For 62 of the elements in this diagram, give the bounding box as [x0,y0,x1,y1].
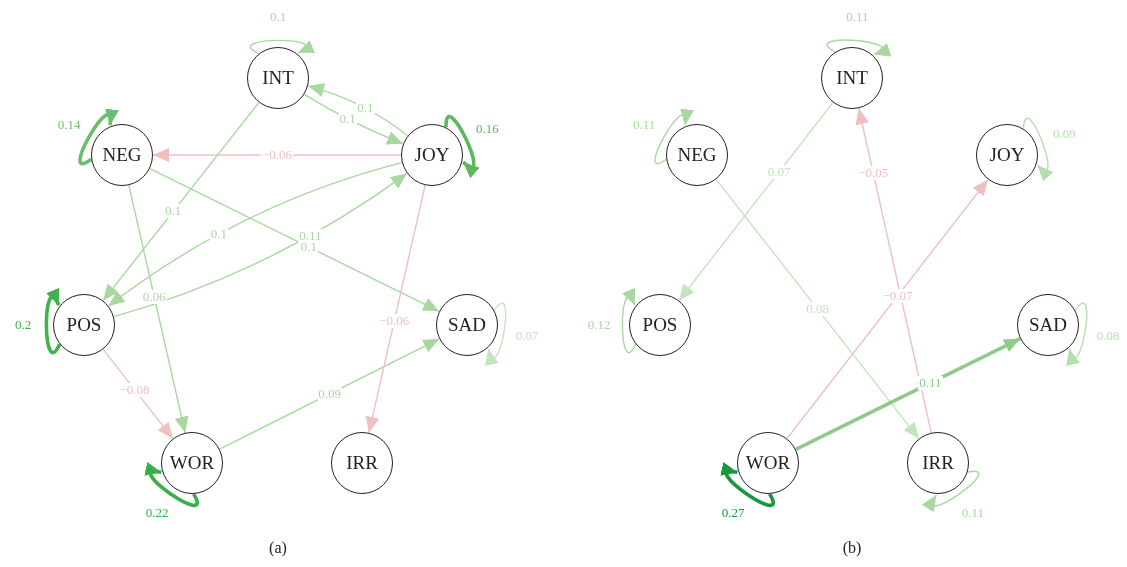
self-loop-arrow [1022,117,1055,181]
self-loop-arrow [1068,302,1088,367]
node-circle: IRR [907,432,969,494]
self-loop-arrow [44,287,62,355]
node-circle: NEG [666,124,728,186]
edge-label: −0.06 [260,148,294,162]
node-circle: INT [247,47,309,109]
self-loop-arrow [826,39,892,56]
self-loop-arrow [620,287,637,354]
edge-label: 0.1 [268,10,288,24]
self-loop-arrow [249,38,316,55]
node-circle: INT [821,47,883,109]
node-circle: NEG [91,124,153,186]
edge-label: 0.08 [805,302,830,316]
self-loop-arrow [444,115,481,178]
arrow [107,162,403,307]
node-circle: JOY [401,124,463,186]
self-loop-arrow [487,302,507,367]
edge-label: 0.1 [299,240,319,255]
node-circle: WOR [161,432,223,494]
panel-label: (b) [842,539,862,557]
arrow [152,148,402,162]
arrow [678,101,834,302]
edge-label: 0.06 [141,289,167,304]
node-circle: POS [629,294,691,356]
self-loop-arrow [654,109,693,165]
arrow [855,107,932,434]
edge-label: 0.2 [13,318,33,332]
node-circle: POS [53,294,115,356]
arrow [219,338,440,450]
edge-label: −0.05 [857,166,890,181]
edge-label: −0.07 [881,289,914,304]
arrow [365,184,426,434]
node-circle: WOR [737,432,799,494]
edge-label: −0.06 [378,314,411,329]
edge-label: 0.1 [356,101,375,116]
arrow [102,348,174,440]
arrow [307,83,409,137]
self-loop-arrow [923,470,980,513]
node-circle: SAD [436,294,498,356]
arrow [149,168,440,312]
edge-label: 0.09 [317,387,342,401]
self-loop-arrow [78,109,118,166]
arrow [795,337,1021,451]
arrow [715,178,920,440]
edge-label: −0.08 [118,382,151,397]
self-loop-arrow [720,463,775,507]
node-circle: JOY [976,124,1038,186]
arrow [102,101,260,302]
edge-label: 0.1 [209,227,228,242]
edge-label: 0.12 [586,318,612,332]
edge-label: 0.07 [766,164,792,179]
node-circle: IRR [331,432,393,494]
node-circle: SAD [1017,294,1079,356]
edge-label: 0.11 [918,375,943,390]
edge-label: 0.1 [164,204,183,219]
self-loop-arrow [144,463,199,507]
arrow [128,184,189,434]
arrow [786,178,989,440]
arrow [113,172,408,318]
edge-label: 0.1 [338,111,357,126]
panel-label: (a) [269,539,287,557]
